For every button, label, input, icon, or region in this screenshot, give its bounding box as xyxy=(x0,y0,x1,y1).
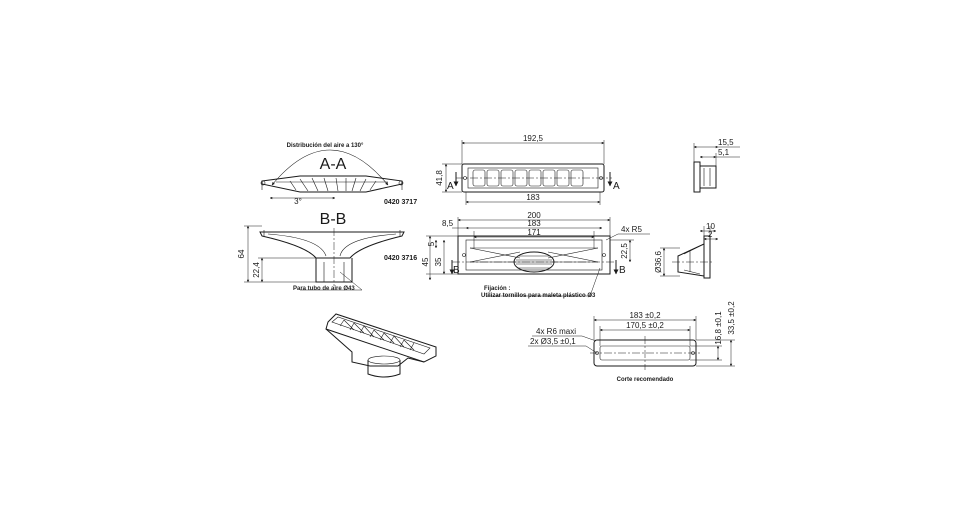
iso-neck xyxy=(367,360,401,378)
side-bottom-depth-label: 10 xyxy=(706,222,715,231)
part-code-bb: 0420 3716 xyxy=(384,255,417,262)
cut-a-left-mark: A xyxy=(447,181,454,192)
dim-5-label: 5 xyxy=(427,241,436,246)
section-bb-clips xyxy=(263,230,401,236)
dim-22-5-label: 22,5 xyxy=(620,243,629,259)
side-view-top: 15,5 5,1 xyxy=(693,138,740,193)
back-width-total-label: 200 xyxy=(527,211,541,220)
tube-caption: Para tubo de aire Ø43 xyxy=(293,286,355,292)
section-aa-louvers xyxy=(289,177,377,192)
section-aa-clip-left xyxy=(260,180,266,186)
air-distribution-caption: Distribución del aire a 130° xyxy=(287,143,364,149)
angle-label: 3° xyxy=(294,197,302,206)
side-bottom-bowl xyxy=(677,243,705,277)
front-view: 192,5 183 41,8 A A xyxy=(435,134,620,205)
section-aa-body xyxy=(261,175,403,193)
cutout-caption: Corte recomendado xyxy=(617,377,674,383)
back-view: 200 183 171 8,5 5 35 45 22,5 4x R5 B B xyxy=(421,211,650,299)
dim-45-label: 45 xyxy=(421,257,430,266)
cutout-width-inner-label: 170,5 ±0,2 xyxy=(626,321,664,330)
tube-caption-leader xyxy=(300,271,363,291)
cutout-height-outer-label: 33,5 ±0,2 xyxy=(727,301,736,335)
side-top-body xyxy=(700,165,717,189)
cutout-radius-leader xyxy=(532,335,597,342)
cutout-hole-right xyxy=(691,351,695,355)
cutout-holes-leader xyxy=(528,345,598,354)
fixing-text: Utilizar tornillos para maleta plástico … xyxy=(481,293,596,299)
radius-label: 4x R5 xyxy=(621,225,642,234)
cutout-radius-label: 4x R6 maxi xyxy=(536,327,576,336)
radius-leader xyxy=(605,233,650,241)
cutout-holes-label: 2x Ø3,5 ±0,1 xyxy=(530,337,576,346)
side-top-flange xyxy=(693,161,701,193)
cut-b-left-mark: B xyxy=(453,265,460,276)
section-aa-view: Distribución del aire a 130° A-A 3° 0420… xyxy=(260,143,417,206)
section-aa-clips xyxy=(261,181,403,190)
back-inner-frame xyxy=(465,239,603,271)
back-ribs xyxy=(469,247,599,263)
cutout-width-outer-label: 183 ±0,2 xyxy=(629,311,661,320)
section-bb-view: B-B 64 22,4 0420 3716 Para tubo de aire … xyxy=(237,211,417,292)
height-label: 64 xyxy=(237,249,246,258)
iso-neck-top xyxy=(367,355,401,365)
section-aa-clip-right xyxy=(398,180,404,186)
iso-louvers xyxy=(339,319,415,351)
fixing-leader xyxy=(486,267,601,297)
front-height-label: 41,8 xyxy=(435,170,444,186)
cut-a-right-mark: A xyxy=(613,181,620,192)
fixing-label: Fijación : xyxy=(484,286,510,292)
side-top-flange-label: 5,1 xyxy=(718,148,730,157)
front-width-outer-label: 192,5 xyxy=(523,134,544,143)
neck-label: 22,4 xyxy=(252,262,261,278)
cutout-height-inner-label: 16,8 ±0,1 xyxy=(714,311,723,345)
back-width-inner-label: 183 xyxy=(527,219,541,228)
side-top-depth-label: 15,5 xyxy=(718,138,734,147)
cut-b-right-mark: B xyxy=(619,265,626,276)
section-bb-body xyxy=(259,231,405,259)
back-screw-left xyxy=(462,253,466,257)
cutout-view: 183 ±0,2 170,5 ±0,2 4x R6 maxi 2x Ø3,5 ±… xyxy=(528,301,736,383)
back-duct-grid xyxy=(516,255,552,269)
back-screw-right xyxy=(602,253,606,257)
section-bb-title: B-B xyxy=(320,211,347,228)
side-bottom-flange xyxy=(703,235,711,279)
side-top-louver xyxy=(703,168,711,186)
iso-frame-inner xyxy=(331,316,431,355)
air-distribution-arc xyxy=(271,149,389,186)
section-bb-inner-lines xyxy=(267,233,397,257)
offset-label: 8,5 xyxy=(442,219,454,228)
dim-35-label: 35 xyxy=(434,257,443,266)
back-width-slot-label: 171 xyxy=(527,228,541,237)
front-width-inner-label: 183 xyxy=(526,193,540,202)
cutout-hole-left xyxy=(595,351,599,355)
iso-base xyxy=(325,328,425,367)
section-bb-neck-inner xyxy=(323,262,345,282)
section-aa-title: A-A xyxy=(320,156,347,173)
isometric-view xyxy=(325,313,437,378)
side-bottom-inner xyxy=(683,245,701,275)
side-bottom-flange-label: 2 xyxy=(708,230,713,239)
part-code-aa: 0420 3717 xyxy=(384,199,417,206)
side-bottom-diameter-label: Ø36,6 xyxy=(654,251,663,273)
side-view-bottom: 10 2 Ø36,6 xyxy=(654,222,719,279)
